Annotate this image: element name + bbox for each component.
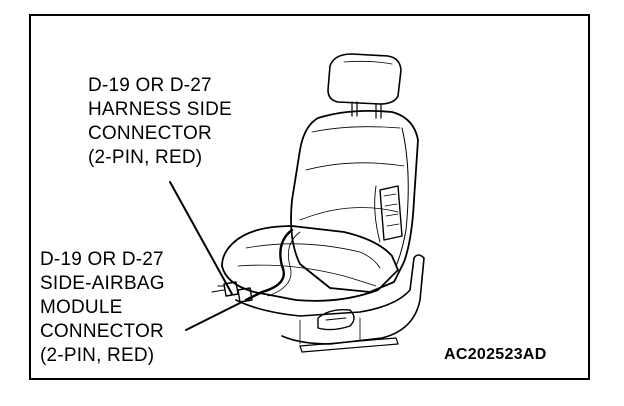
- recline-lever: [317, 308, 355, 331]
- backrest: [290, 109, 419, 293]
- figure-id: AC202523AD: [444, 346, 547, 363]
- seat-rail: [299, 337, 399, 353]
- label-line: HARNESS SIDE: [88, 99, 232, 120]
- leader-line-module: [185, 301, 243, 331]
- harness-side-connector-label: D-19 OR D-27 HARNESS SIDE CONNECTOR (2-P…: [88, 74, 232, 170]
- side-airbag-module: [379, 185, 403, 241]
- connector-pair: [211, 281, 253, 303]
- figure-frame: [29, 14, 590, 380]
- label-line: CONNECTOR: [40, 321, 164, 342]
- label-line: SIDE-AIRBAG: [40, 273, 165, 294]
- headrest: [327, 53, 402, 105]
- wiring-harness: [244, 228, 294, 302]
- label-line: (2-PIN, RED): [40, 345, 155, 366]
- label-line: D-19 OR D-27: [88, 75, 212, 96]
- label-line: MODULE: [40, 297, 123, 318]
- label-line: (2-PIN, RED): [88, 147, 203, 168]
- label-line: D-19 OR D-27: [40, 249, 164, 270]
- side-airbag-module-connector-label: D-19 OR D-27 SIDE-AIRBAG MODULE CONNECTO…: [40, 248, 165, 368]
- leader-line-harness: [169, 181, 233, 295]
- label-line: CONNECTOR: [88, 123, 212, 144]
- seat-cushion: [221, 225, 399, 302]
- headrest-post-left: [351, 101, 358, 117]
